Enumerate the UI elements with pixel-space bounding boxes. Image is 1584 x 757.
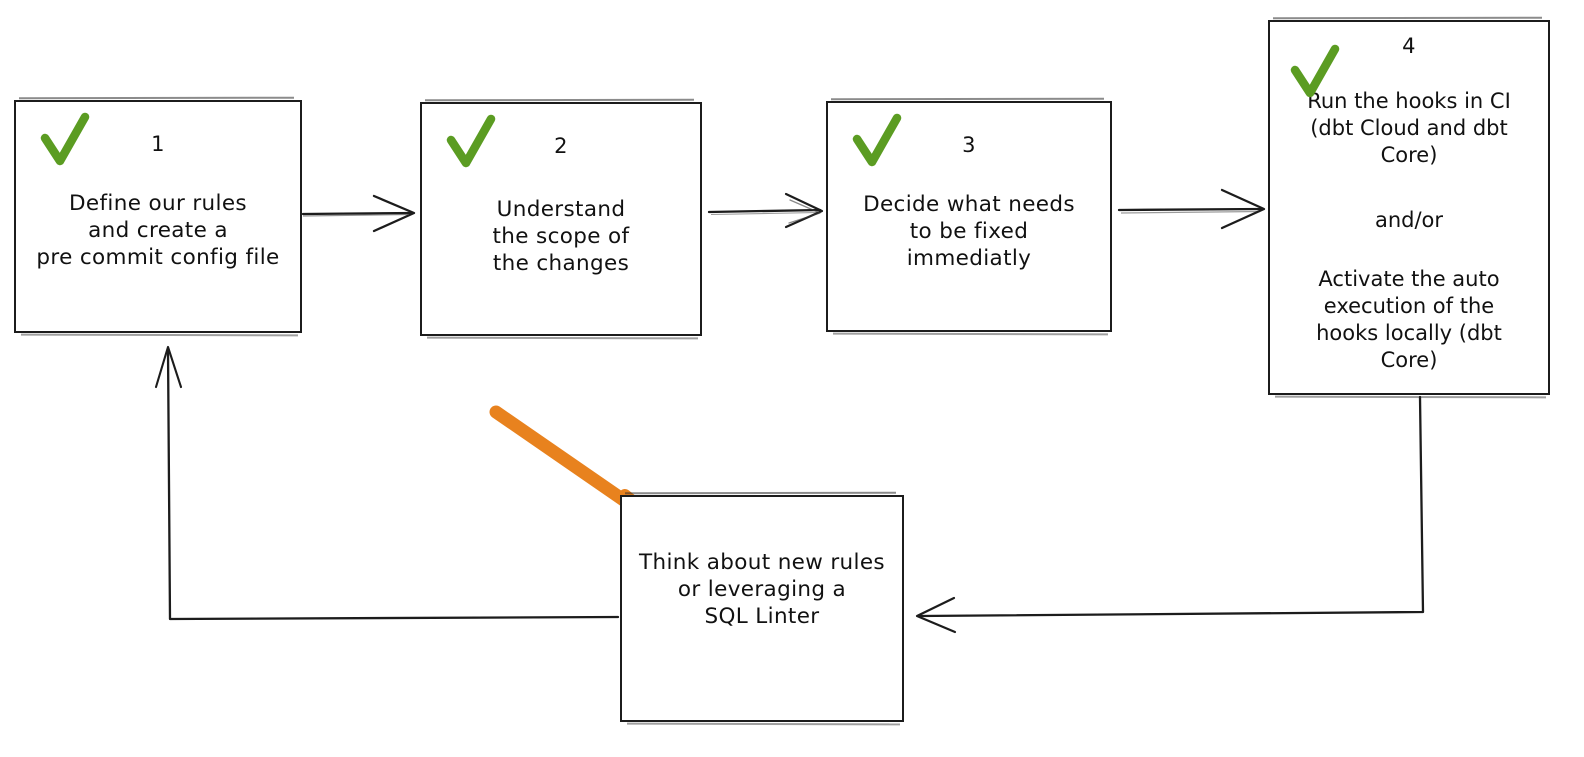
connector-step-4-to-loop-box — [915, 395, 1425, 634]
process-box-step-4[interactable]: 4 Run the hooks in CI (dbt Cloud and dbt… — [1268, 20, 1550, 395]
connector-loop-box-to-step-1 — [154, 345, 620, 621]
step-4-text-conjunction: and/or — [1374, 208, 1444, 232]
connector-step-2-to-step-3 — [707, 192, 824, 229]
step-1-text: Define our rules and create a pre commit… — [36, 191, 280, 270]
checkmark-icon — [40, 112, 90, 166]
step-number-2: 2 — [554, 134, 568, 158]
step-number-4: 4 — [1402, 34, 1416, 58]
checkmark-icon — [446, 114, 496, 168]
step-number-1: 1 — [151, 132, 165, 156]
process-box-step-1[interactable]: 1 Define our rules and create a pre comm… — [14, 100, 302, 333]
step-number-3: 3 — [962, 133, 976, 157]
connector-step-1-to-step-2 — [301, 194, 416, 233]
checkmark-icon — [852, 113, 902, 167]
checkmark-icon — [1290, 44, 1340, 98]
step-2-text: Understand the scope of the changes — [492, 197, 630, 276]
step-4-text-ci: Run the hooks in CI (dbt Cloud and dbt C… — [1307, 89, 1511, 167]
step-4-text-local: Activate the auto execution of the hooks… — [1316, 267, 1502, 372]
connector-step-3-to-step-4 — [1117, 188, 1266, 230]
process-box-step-3[interactable]: 3 Decide what needs to be fixed immediat… — [826, 101, 1112, 332]
process-box-step-2[interactable]: 2 Understand the scope of the changes — [420, 102, 702, 336]
step-3-text: Decide what needs to be fixed immediatly — [863, 192, 1075, 271]
loop-box-text: Think about new rules or leveraging a SQ… — [638, 550, 885, 629]
process-box-loop-new-rules[interactable]: Think about new rules or leveraging a SQ… — [620, 495, 904, 722]
